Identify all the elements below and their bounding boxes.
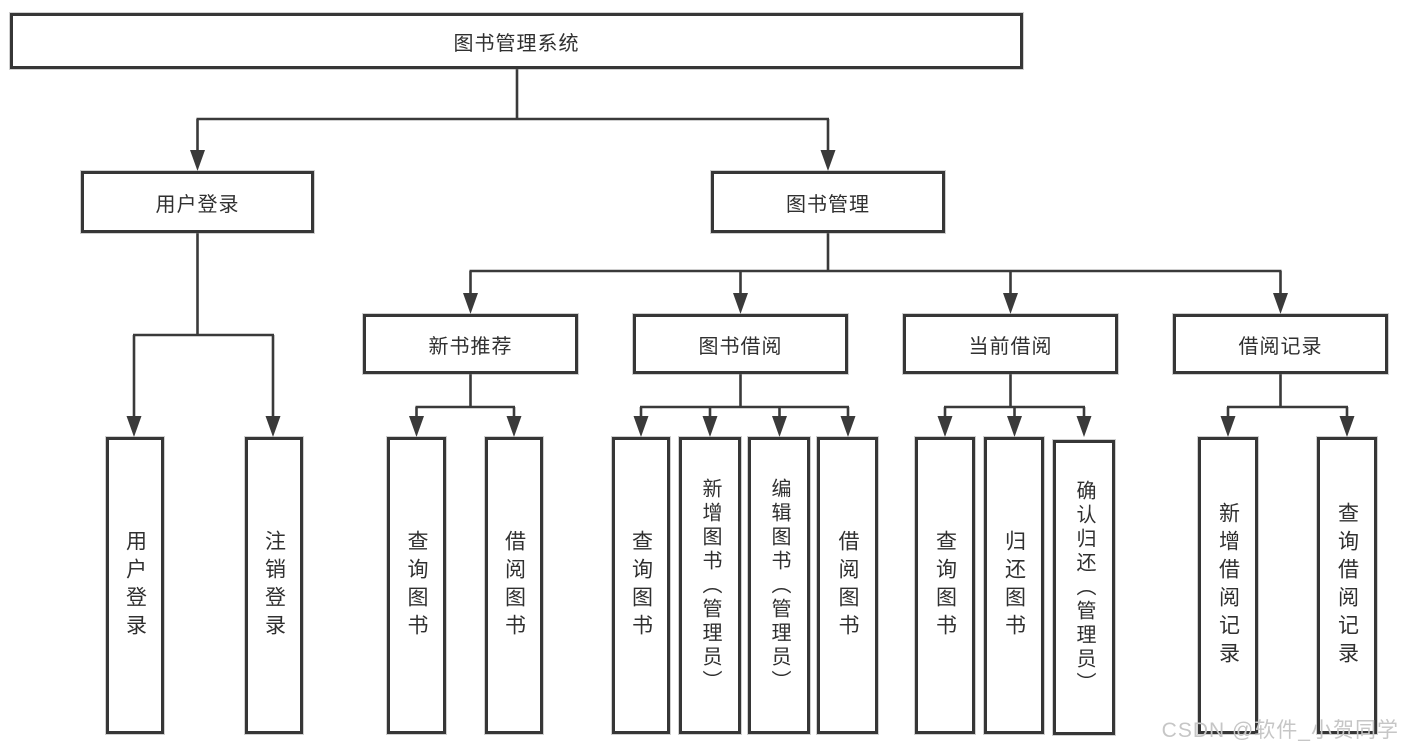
leaf-confirm-return-admin: 确认归还（管理员） — [1053, 440, 1115, 735]
leaf-edit-book-admin: 编辑图书（管理员） — [748, 437, 810, 734]
node-current-borrowing: 当前借阅 — [903, 314, 1118, 374]
leaf-query-book-borrowing: 查询图书 — [612, 437, 670, 734]
leaf-query-book-current: 查询图书 — [915, 437, 975, 734]
leaf-return-book: 归还图书 — [984, 437, 1044, 734]
leaf-query-borrow-record: 查询借阅记录 — [1317, 437, 1377, 734]
node-library-management-system: 图书管理系统 — [10, 13, 1023, 69]
node-book-management-branch: 图书管理 — [711, 171, 945, 233]
node-user-login-branch: 用户登录 — [81, 171, 314, 233]
leaf-borrow-book-recommend: 借阅图书 — [485, 437, 543, 734]
arrowheads — [126, 150, 1355, 437]
leaf-add-book-admin: 新增图书（管理员） — [679, 437, 741, 734]
node-book-borrowing: 图书借阅 — [633, 314, 848, 374]
csdn-watermark: CSDN @软件_小贺同学 — [1161, 719, 1399, 742]
leaf-query-book-recommend: 查询图书 — [387, 437, 446, 734]
node-new-book-recommendation: 新书推荐 — [363, 314, 578, 374]
node-borrowing-records: 借阅记录 — [1173, 314, 1388, 374]
leaf-borrow-book: 借阅图书 — [817, 437, 878, 734]
leaf-user-login: 用户登录 — [106, 437, 164, 734]
leaf-logout: 注销登录 — [245, 437, 303, 734]
leaf-add-borrow-record: 新增借阅记录 — [1198, 437, 1258, 734]
